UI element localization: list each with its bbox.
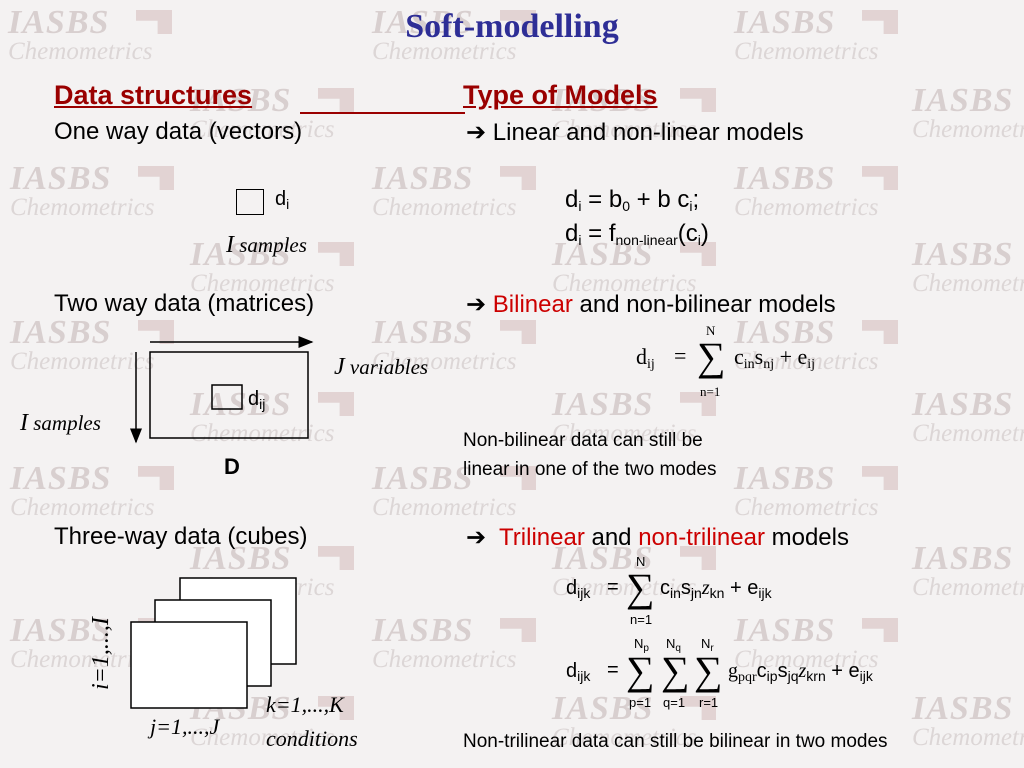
tucker-terms: gpqrcipsjqzkrn + eijk	[728, 660, 873, 685]
cube-slab-front	[130, 621, 248, 709]
tucker-sum3-lower: r=1	[699, 695, 719, 710]
bilinear-sum-upper: N	[706, 323, 716, 338]
matrix-name: D	[224, 454, 240, 479]
cube-i-range: i=1,...,I	[88, 617, 114, 690]
tucker-sum1-upper: Np	[634, 636, 649, 654]
one-way-label: One way data (vectors)	[54, 118, 303, 145]
cube-conditions-label: conditions	[266, 726, 358, 751]
bilinear-sum-lower: n=1	[700, 384, 721, 399]
trilinear-terms: cinsjnzkn + eijk	[660, 577, 772, 601]
tucker-lhs: dijk	[566, 660, 591, 684]
slide-title: Soft-modelling	[405, 8, 619, 45]
arrow-icon: ➔	[466, 524, 487, 551]
two-way-samples-label: I samples	[20, 410, 101, 436]
two-way-model: ➔ Bilinear and non-bilinear models	[466, 291, 836, 318]
sum-icon: ∑	[626, 565, 655, 610]
vector-element-label: di	[275, 188, 290, 212]
matrix-element-box	[211, 384, 243, 410]
trilinear-sum-lower: n=1	[630, 612, 653, 627]
three-way-label: Three-way data (cubes)	[54, 523, 308, 550]
sum-icon: ∑	[697, 334, 726, 379]
bilinear-equals: =	[674, 343, 687, 368]
matrix-rect	[149, 351, 309, 439]
bilinear-note-line2: linear in one of the two modes	[463, 459, 717, 480]
nonlinear-equation: di = fnon-linear(ci)	[565, 220, 709, 248]
vector-element-box	[236, 189, 264, 215]
trilinear-note: Non-trilinear data can still be bilinear…	[463, 731, 888, 752]
variables-label: J variables	[334, 354, 429, 380]
tucker-sum2-upper: Nq	[666, 636, 681, 654]
tucker-sum2-lower: q=1	[663, 695, 686, 710]
trilinear-equals: =	[607, 576, 619, 598]
header-underline	[300, 112, 465, 114]
cube-j-range: j=1,...,J	[150, 714, 220, 739]
arrow-icon: ➔	[466, 119, 487, 146]
one-way-model: ➔ Linear and non-linear models	[466, 119, 804, 146]
one-way-samples-label: I samples	[226, 232, 307, 258]
bilinear-terms: cinsnj + eij	[734, 344, 816, 372]
cube-k-range: k=1,...,K	[266, 692, 344, 717]
tucker-equals: =	[607, 659, 619, 681]
trilinear-lhs: dijk	[566, 577, 591, 601]
tucker-sum1-lower: p=1	[629, 695, 652, 710]
bilinear-lhs: dij	[636, 344, 655, 372]
arrow-icon: ➔	[466, 291, 487, 318]
matrix-diagram	[130, 336, 314, 444]
trilinear-sum-upper: N	[636, 554, 646, 569]
linear-equation: di = b0 + b ci;	[565, 186, 700, 214]
matrix-element-label: dij	[248, 388, 266, 412]
two-way-label: Two way data (matrices)	[54, 290, 315, 317]
bilinear-note-line1: Non-bilinear data can still be	[463, 430, 703, 451]
sum-icon: ∑	[661, 648, 690, 693]
tucker-sum3-upper: Nr	[701, 636, 714, 654]
sum-icon: ∑	[626, 648, 655, 693]
three-way-model: ➔ Trilinear and non-trilinear models	[466, 524, 849, 551]
cube-diagram	[130, 577, 297, 709]
header-type-of-models: Type of Models	[463, 80, 658, 110]
header-data-structures: Data structures	[54, 80, 253, 110]
sum-icon: ∑	[694, 648, 723, 693]
